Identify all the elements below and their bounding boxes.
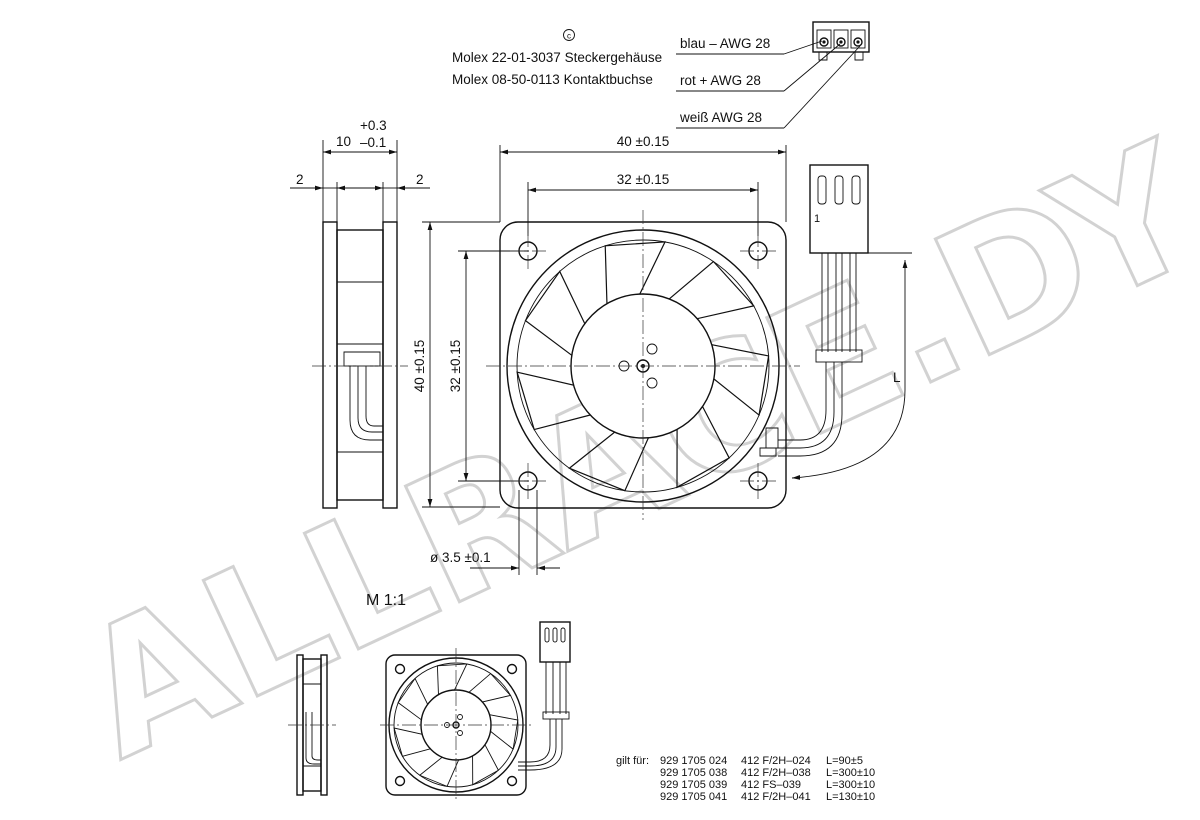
- variant-part: 929 1705 041: [660, 791, 727, 803]
- pin-one-label: 1: [814, 213, 820, 225]
- variant-type: 412 FS–039: [741, 779, 801, 791]
- hole-diameter-dimension: ø 3.5 ±0.1: [430, 490, 560, 575]
- small-side-view: [288, 654, 336, 796]
- small-front-view: [380, 621, 571, 802]
- variant-type: 412 F/2H–024: [741, 755, 811, 767]
- variant-length: L=130±10: [826, 791, 875, 803]
- connector-housing-label: Molex 22-01-3037 Steckergehäuse: [452, 50, 662, 65]
- variants-table: gilt für: 929 1705 024 412 F/2H–024 L=90±5…: [616, 755, 875, 803]
- wire-white-label: weiß AWG 28: [679, 110, 762, 125]
- wire-blue-label: blau – AWG 28: [680, 36, 770, 51]
- width-holes-label: 32 ±0.15: [617, 172, 669, 187]
- connector-side-view: [809, 164, 869, 254]
- height-holes-label: 32 ±0.15: [448, 340, 463, 392]
- connector-contact-label: Molex 08-50-0113 Kontaktbuchse: [452, 72, 653, 87]
- width-dimensions: 40 ±0.15 32 ±0.15: [499, 134, 787, 236]
- hole-diameter-label: ø 3.5 ±0.1: [430, 550, 491, 565]
- scale-label: M 1:1: [366, 592, 406, 609]
- variant-length: L=90±5: [826, 755, 863, 767]
- width-outer-label: 40 ±0.15: [617, 134, 669, 149]
- connector-info: c Molex 22-01-3037 Steckergehäuse Molex …: [452, 29, 662, 87]
- variant-part: 929 1705 024: [660, 755, 727, 767]
- fan-blade: [418, 756, 460, 787]
- fan-front-view: [486, 210, 800, 520]
- variant-length: L=300±10: [826, 767, 875, 779]
- flange-left-label: 2: [296, 172, 304, 187]
- cable-length-label: L: [893, 370, 901, 385]
- variants-prefix: gilt für:: [616, 755, 649, 767]
- variant-part: 929 1705 039: [660, 779, 727, 791]
- watermark: ALLRACE.DY: [52, 105, 1200, 798]
- copyright-mark: c: [567, 32, 571, 41]
- thickness-label: 10: [336, 134, 351, 149]
- height-outer-label: 40 ±0.15: [412, 340, 427, 392]
- variant-length: L=300±10: [826, 779, 875, 791]
- fan-blade: [488, 714, 519, 750]
- variant-part: 929 1705 038: [660, 767, 727, 779]
- flange-right-label: 2: [416, 172, 424, 187]
- wire-labels: blau – AWG 28 rot + AWG 28 weiß AWG 28: [676, 36, 861, 129]
- connector-front-view: [812, 21, 870, 61]
- height-dimensions: 40 ±0.15 32 ±0.15: [412, 221, 528, 508]
- wire-red-label: rot + AWG 28: [680, 73, 761, 88]
- fan-side-view: 10 +0.3 –0.1 2 2: [290, 118, 430, 509]
- thickness-tol-minus: –0.1: [360, 135, 386, 150]
- copyright-circle-icon: [563, 29, 575, 41]
- variant-type: 412 F/2H–038: [741, 767, 811, 779]
- variant-type: 412 F/2H–041: [741, 791, 811, 803]
- thickness-tol-plus: +0.3: [360, 118, 387, 133]
- cable-assembly: 1 L: [778, 164, 912, 480]
